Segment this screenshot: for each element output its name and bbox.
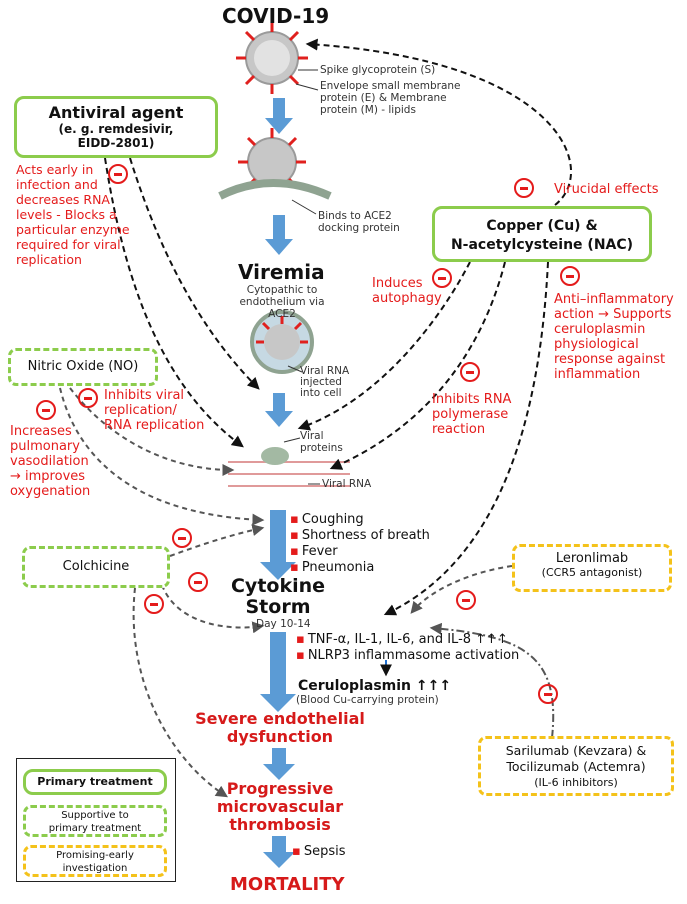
- sarilumab-box: Sarilumab (Kevzara) & Tocilizumab (Actem…: [478, 736, 674, 796]
- antiviral-box: Antiviral agent (e. g. remdesivir, EIDD-…: [14, 96, 218, 158]
- infected-cell-icon: [250, 310, 314, 374]
- flow-arrow-4: [260, 510, 296, 580]
- inhibit-icon: [108, 164, 128, 184]
- flow-arrow-6: [263, 748, 295, 780]
- inhibit-icon: [78, 388, 98, 408]
- rna-polymerase-arrow: [329, 261, 506, 470]
- copper-nac-box: Copper (Cu) & N-acetylcysteine (NAC): [432, 206, 652, 262]
- colchicine-box: Colchicine: [22, 546, 170, 588]
- inhibit-icon: [144, 594, 164, 614]
- ceruloplasmin-sub: (Blood Cu-carrying protein): [296, 694, 439, 706]
- covid-title: COVID-19: [222, 4, 330, 28]
- no-arrow-2: [59, 387, 265, 526]
- colchicine-arrow-2: [161, 584, 265, 634]
- inhibit-icon: [560, 266, 580, 286]
- flow-arrow-2: [265, 215, 293, 255]
- symptom-item: Fever: [290, 544, 430, 560]
- spike-label: Spike glycoprotein (S): [320, 64, 436, 76]
- anti-inflammatory-arrow: [383, 261, 549, 616]
- mortality-title: MORTALITY: [230, 874, 345, 895]
- flow-arrow-7: [263, 836, 295, 868]
- leronlimab-box: Leronlimab (CCR5 antagonist): [512, 544, 672, 592]
- sarilumab-arrow: [429, 622, 555, 739]
- viral-rna-label: Viral RNA: [322, 478, 372, 490]
- storm-list: TNF-α, IL-1, IL-6, and IL-8 ↑↑↑ NLRP3 in…: [296, 632, 519, 664]
- virus-binding-icon: [238, 128, 306, 188]
- flow-arrow-5: [260, 632, 296, 712]
- ribosome-icon: [261, 447, 289, 465]
- inhibit-icon: [538, 684, 558, 704]
- flow-arrow-3: [265, 393, 293, 427]
- coronavirus-icon: [236, 22, 308, 94]
- leronlimab-arrow: [410, 565, 513, 614]
- viremia-title: Viremia: [238, 260, 325, 284]
- inhibit-icon: [432, 268, 452, 288]
- main-flow-arrows: [260, 98, 296, 868]
- sepsis-label: Sepsis: [292, 844, 346, 860]
- rna-strand-icon: [228, 461, 350, 487]
- autophagy-arrow: [297, 261, 471, 431]
- cell-membrane-icon: [218, 179, 332, 200]
- antiviral-arrow-1: [129, 157, 260, 390]
- inhibit-icon: [36, 400, 56, 420]
- symptom-item: Pneumonia: [290, 560, 430, 576]
- inhibit-icon: [460, 362, 480, 382]
- symptom-item: Shortness of breath: [290, 528, 430, 544]
- no-arrow-1: [69, 387, 235, 476]
- antiviral-arrow-2: [104, 157, 244, 448]
- colchicine-arrow-3: [132, 587, 229, 798]
- colchicine-arrow-1: [169, 524, 265, 557]
- inhibit-icon: [514, 178, 534, 198]
- symptoms-list: Coughing Shortness of breath Fever Pneum…: [290, 512, 430, 576]
- inhibit-icon: [456, 590, 476, 610]
- inhibit-icon: [188, 572, 208, 592]
- virucidal-effect-text: Virucidal effects: [554, 182, 659, 197]
- flow-arrow-1: [265, 98, 293, 134]
- symptom-item: Coughing: [290, 512, 430, 528]
- ceruloplasmin-label: Ceruloplasmin ↑↑↑: [298, 678, 452, 694]
- nitric-oxide-box: Nitric Oxide (NO): [8, 348, 158, 386]
- legend-primary: Primary treatment: [23, 769, 167, 795]
- inhibit-icon: [172, 528, 192, 548]
- virucidal-arrow: [305, 38, 572, 206]
- day-label: Day 10-14: [256, 618, 311, 630]
